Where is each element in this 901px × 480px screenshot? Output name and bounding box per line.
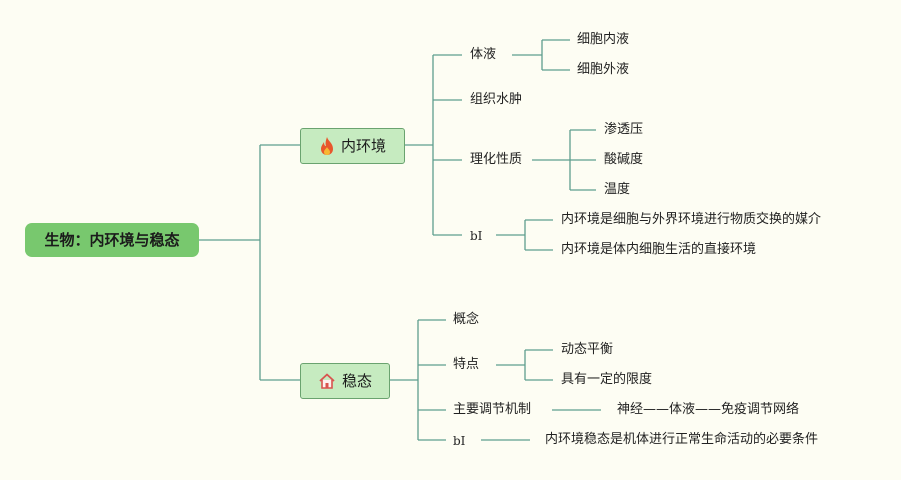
node-wendu[interactable]: 温度 bbox=[604, 182, 631, 197]
root-node[interactable]: 生物：内环境与稳态 bbox=[25, 223, 199, 257]
node-xibao-waiye[interactable]: 细胞外液 bbox=[577, 62, 630, 77]
node-dongtai-pingheng[interactable]: 动态平衡 bbox=[561, 342, 614, 357]
node-zhijie-huanjing[interactable]: 内环境是体内细胞生活的直接环境 bbox=[561, 242, 757, 257]
node-tiaojie-jizhi[interactable]: 主要调节机制 bbox=[453, 402, 532, 417]
node-gainian[interactable]: 概念 bbox=[453, 312, 480, 327]
node-tiye[interactable]: 体液 bbox=[470, 47, 497, 62]
node-bi-1[interactable]: bI bbox=[470, 229, 483, 243]
fire-icon bbox=[319, 136, 335, 156]
node-xibao-neiye[interactable]: 细胞内液 bbox=[577, 32, 630, 47]
node-bi-2[interactable]: bI bbox=[453, 434, 466, 448]
node-biyao-tiaojian[interactable]: 内环境稳态是机体进行正常生命活动的必要条件 bbox=[545, 432, 819, 447]
branch-node-neihuanjing[interactable]: 内环境 bbox=[300, 128, 405, 164]
house-icon bbox=[318, 372, 336, 390]
node-tiaojie-wangluo[interactable]: 神经——体液——免疫调节网络 bbox=[617, 402, 800, 417]
node-shentouya[interactable]: 渗透压 bbox=[604, 122, 644, 137]
node-zuzhi-shuizhong[interactable]: 组织水肿 bbox=[470, 92, 523, 107]
node-xiandu[interactable]: 具有一定的限度 bbox=[561, 372, 653, 387]
root-label: 生物：内环境与稳态 bbox=[44, 231, 180, 249]
node-meijie[interactable]: 内环境是细胞与外界环境进行物质交换的媒介 bbox=[561, 212, 822, 227]
node-suanjiandu[interactable]: 酸碱度 bbox=[604, 152, 644, 167]
branch-node-wentai[interactable]: 稳态 bbox=[300, 363, 390, 399]
node-lihua-xingzhi[interactable]: 理化性质 bbox=[470, 152, 523, 167]
branch-label: 稳态 bbox=[341, 372, 372, 390]
node-tedian[interactable]: 特点 bbox=[453, 357, 480, 372]
branch-label: 内环境 bbox=[340, 137, 386, 155]
